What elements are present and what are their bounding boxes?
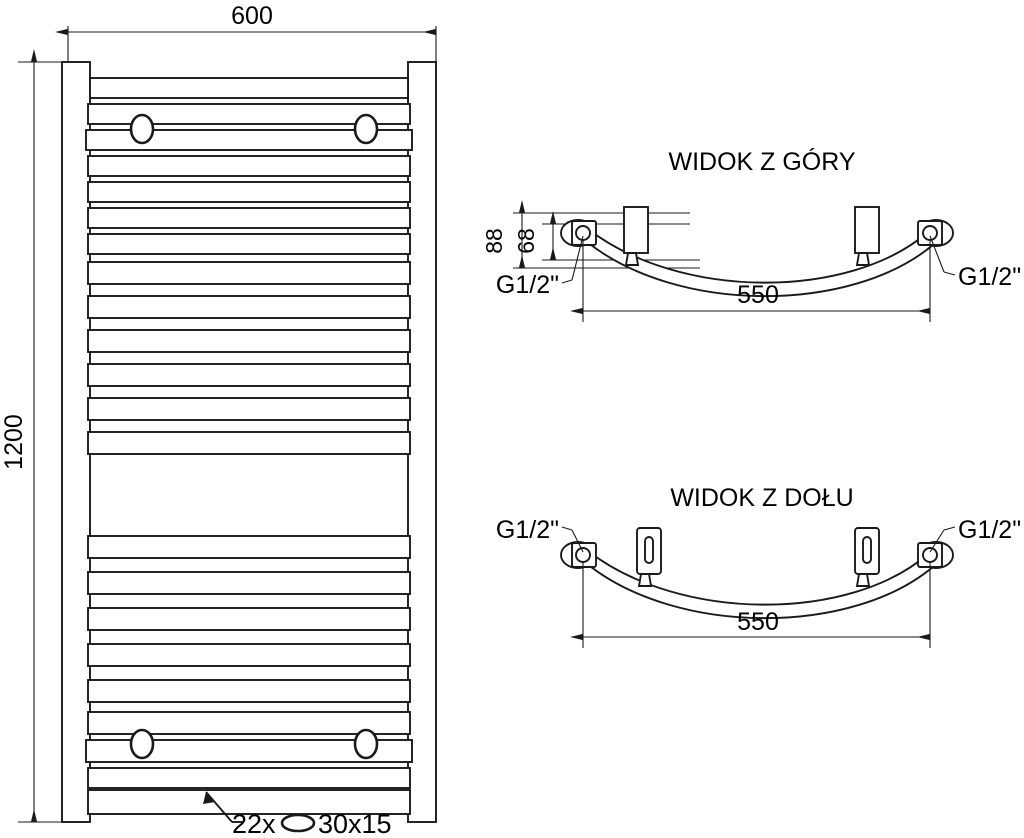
rung — [87, 571, 411, 595]
rung — [89, 77, 409, 99]
width-dimension-600 — [55, 26, 437, 80]
rung — [87, 789, 411, 815]
width-dimension-550-bottom — [570, 562, 931, 648]
rung — [87, 207, 411, 229]
rung — [87, 767, 411, 789]
rung — [87, 155, 411, 177]
oval-profile-icon — [280, 813, 316, 833]
connector-right-bottom — [917, 541, 954, 569]
rung — [87, 711, 411, 735]
rung — [87, 295, 411, 319]
bottom-note-leader — [203, 791, 244, 823]
connector-left-leader-bottom — [561, 526, 584, 553]
top-view-title: WIDOK Z GÓRY — [668, 147, 855, 176]
wall-mount-left — [623, 206, 649, 266]
connector-left-bottom — [560, 541, 597, 569]
label-width-600: 600 — [231, 2, 273, 30]
top-view — [513, 200, 956, 322]
connector-left — [560, 219, 597, 247]
rung — [87, 607, 411, 631]
rung — [87, 181, 411, 203]
rung — [87, 397, 411, 421]
label-connector-right-top: G1/2" — [958, 263, 1021, 291]
rung — [87, 329, 411, 353]
connector-right-leader-bottom — [929, 526, 956, 553]
label-height-1200: 1200 — [0, 414, 28, 470]
rung — [87, 363, 411, 387]
rung — [87, 535, 411, 559]
bottom-view-title: WIDOK Z DOŁU — [670, 484, 853, 512]
width-dimension-550-top — [570, 240, 931, 322]
wall-bracket — [353, 728, 379, 760]
right-side-rail — [407, 61, 437, 823]
rung — [87, 103, 411, 125]
label-rung-quantity: 22x — [232, 809, 276, 838]
label-width-550-bottom: 550 — [737, 608, 779, 636]
connector-right — [917, 219, 954, 247]
wall-bracket — [129, 728, 155, 760]
label-width-550-top: 550 — [737, 281, 779, 309]
rung — [87, 643, 411, 667]
label-rung-profile: 30x15 — [318, 809, 392, 838]
rung — [87, 233, 411, 255]
label-depth-68: 68 — [513, 228, 539, 254]
rung — [85, 739, 413, 763]
label-connector-left-bottom: G1/2" — [496, 516, 559, 544]
bottom-view — [560, 526, 956, 648]
rung — [87, 679, 411, 703]
wall-mount-left-bottom — [636, 527, 662, 587]
label-connector-left-top: G1/2" — [496, 271, 559, 299]
wall-bracket — [129, 113, 155, 145]
front-view — [18, 26, 437, 833]
rung — [85, 129, 413, 151]
wall-mount-right — [854, 206, 880, 266]
left-side-rail — [61, 61, 91, 823]
rung-group — [85, 77, 413, 815]
wall-bracket — [353, 113, 379, 145]
connector-right-leader — [929, 235, 956, 276]
rung — [87, 261, 411, 285]
wall-bracket-group — [129, 113, 379, 760]
label-connector-right-bottom: G1/2" — [958, 516, 1021, 544]
connector-left-leader — [561, 235, 584, 284]
label-depth-88: 88 — [481, 228, 507, 254]
rung — [87, 431, 411, 455]
wall-mount-right-bottom — [854, 527, 880, 587]
